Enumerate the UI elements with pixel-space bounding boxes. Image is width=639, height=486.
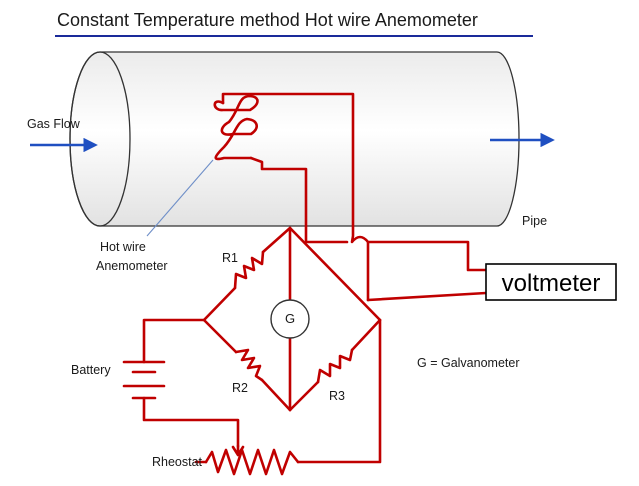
rheostat-lead-right [296,318,382,464]
resistor-r2 [234,348,264,382]
voltmeter-box [485,263,617,301]
hot-wire-label-line2: Anemometer [96,259,168,273]
voltmeter-lead-bottom [366,291,488,302]
galvanometer-legend: G = Galvanometer [417,356,519,370]
coil-lead-side [249,156,349,244]
bridge-top-left-arm [261,226,292,254]
voltmeter-lead-top [366,240,488,272]
bridge-top-right-arm [288,226,382,322]
galvanometer [270,299,310,339]
diagram-title: Constant Temperature method Hot wire Ane… [57,10,478,30]
voltmeter-label: voltmeter [502,270,601,297]
circuit-wires [142,92,488,464]
galvanometer-label: G [285,311,295,326]
battery-lead-bottom [142,396,240,448]
battery-symbol [122,360,166,400]
pipe-body [69,51,520,227]
hot-wire-pointer [146,159,214,237]
bridge-bottom-right-arm-upper [350,318,382,352]
hot-wire-label-line1: Hot wire [100,240,146,254]
resistor-r3 [316,348,354,384]
resistor-r1 [233,250,265,290]
hot-wire-coil [213,94,259,161]
bridge-top-left-arm-lower [202,286,237,322]
bridge-bottom-right-arm [288,380,320,412]
bridge-bottom-left-arm-lower [260,378,292,412]
battery-lead-top [142,318,206,364]
pipe [69,51,520,227]
battery-label: Battery [71,363,111,377]
pipe-inlet-ellipse [69,51,131,227]
hot-wire-element [213,94,259,161]
coil-lead-top [221,92,370,302]
rheostat-resistor [204,448,300,476]
r2-label: R2 [232,381,248,395]
bridge-bottom-left-arm [202,318,238,354]
r1-label: R1 [222,251,238,265]
rheostat-label: Rheostat [152,455,203,469]
gas-flow-label: Gas Flow [27,117,81,131]
r3-label: R3 [329,389,345,403]
rheostat-wiper-arrow [231,444,245,457]
pipe-label: Pipe [522,214,547,228]
